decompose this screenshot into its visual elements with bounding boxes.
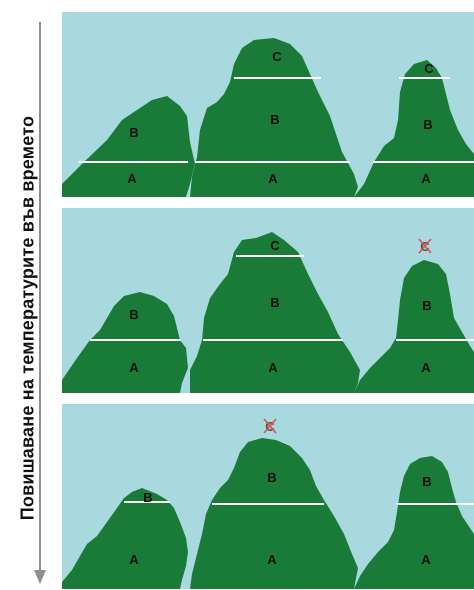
zone-label-a: A bbox=[421, 552, 431, 567]
extinct-zone-c: C bbox=[264, 419, 276, 434]
zone-label-a: A bbox=[129, 552, 139, 567]
zone-label-a: A bbox=[129, 360, 139, 375]
zone-label-a: A bbox=[268, 171, 278, 186]
zone-label-a: A bbox=[421, 171, 431, 186]
zone-label-b: B bbox=[422, 474, 431, 489]
zone-label-c: C bbox=[272, 49, 282, 64]
zone-label-a: A bbox=[267, 552, 277, 567]
extinct-zone-c: C bbox=[419, 239, 431, 254]
zone-label-b: B bbox=[129, 307, 138, 322]
zone-label-b: B bbox=[270, 295, 279, 310]
panel-3: A B A B C A B bbox=[62, 404, 474, 589]
zone-label-b: B bbox=[267, 470, 276, 485]
panel-2: A B A B C A B C bbox=[62, 208, 474, 393]
zone-label-b: B bbox=[143, 490, 152, 505]
zone-label-b: B bbox=[270, 112, 279, 127]
zone-label-a: A bbox=[421, 360, 431, 375]
zone-label-b: B bbox=[422, 298, 431, 313]
zone-label-b: B bbox=[423, 117, 432, 132]
panel-1: A B A B C A B C bbox=[62, 12, 474, 197]
zone-label-a: A bbox=[268, 360, 278, 375]
zone-label-c: C bbox=[270, 238, 280, 253]
zone-label-c: C bbox=[424, 61, 434, 76]
zone-label-a: A bbox=[127, 171, 137, 186]
zone-label-b: B bbox=[129, 125, 138, 140]
